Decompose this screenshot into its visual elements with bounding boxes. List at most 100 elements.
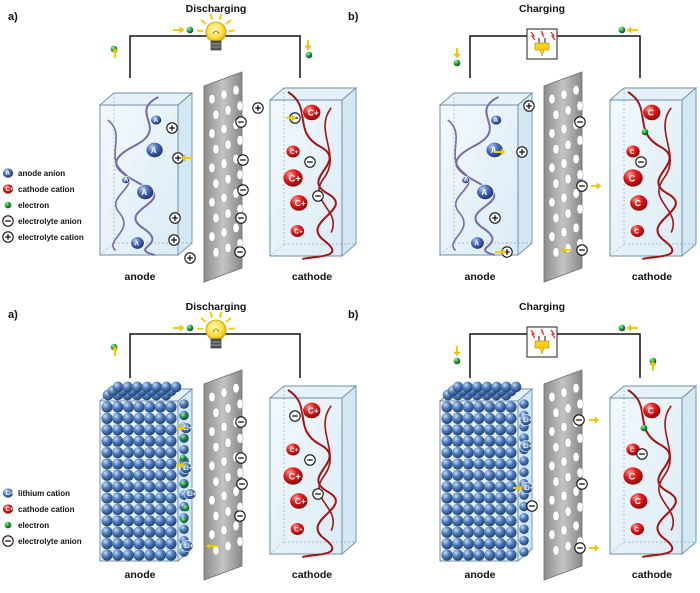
lithium-sphere-side [179,445,189,455]
cathode-cation-3-label: C [635,198,641,208]
separator-pore-25 [561,227,567,237]
box-side [342,386,356,554]
cathode-cation-0: C+ [303,104,321,120]
lithium-sphere [133,447,144,458]
lithium-sphere-top [491,382,502,393]
electrolyte-anion-3 [637,449,647,459]
anode-anion-4: A [462,176,470,183]
electron-flow-arrow [627,27,638,33]
separator-pore-4 [225,404,231,414]
lithium-sphere [505,458,516,469]
lithium-sphere [463,470,474,481]
lithium-sphere [144,458,155,469]
electrolyte-anion-4 [290,411,300,421]
lithium-cation-1-label: Li+ [183,466,192,472]
lithium-sphere [441,401,452,412]
separator-pore-13 [561,457,567,467]
lithium-sphere [144,447,155,458]
lithium-sphere [112,424,123,435]
lithium-sphere [473,481,484,492]
lithium-sphere-top [122,382,133,393]
lithium-sphere [155,504,166,515]
lithium-sphere [165,413,176,424]
electron-wire [454,60,461,67]
panel-title: Discharging [186,301,247,313]
anode-label: anode [125,569,156,581]
lithium-sphere [452,504,463,515]
anode-anion-0: A [151,115,162,125]
legend-label: electrolyte anion [18,217,82,226]
cathode-cation-0-label: C+ [308,108,319,118]
lithium-sphere [484,549,495,560]
separator-pore-0 [209,94,215,104]
separator-pore-16 [565,472,571,482]
anode-anion-4: A [122,176,130,183]
lithium-sphere-top [453,382,464,393]
separator-pore-15 [213,477,219,487]
lithium-sphere [463,436,474,447]
cathode-label: cathode [632,569,672,581]
lithium-sphere [101,527,112,538]
electron-wire [187,27,194,34]
lithium-sphere [112,458,123,469]
lithium-sphere [101,492,112,503]
electron-wire [306,52,313,59]
electrolyte-anion-2 [577,245,587,255]
lithium-sphere [441,470,452,481]
separator-pore-4 [225,106,231,116]
separator-pore-0 [549,94,555,104]
lithium-sphere [495,470,506,481]
lithium-sphere [473,549,484,560]
cathode-cation-0-label: C [648,108,654,118]
box-side [178,93,192,255]
cathode-cation-4-label: C [634,526,639,533]
separator-pore-21 [213,511,219,521]
separator-pore-3 [553,408,559,418]
light-bulb-icon [197,312,235,348]
lithium-sphere [123,527,134,538]
anode-label: anode [465,271,496,283]
panel-letter: a) [8,11,18,23]
lithium-sphere [165,527,176,538]
separator-pore-13 [221,159,227,169]
lithium-sphere [495,458,506,469]
lithium-sphere [484,515,495,526]
lithium-sphere [112,447,123,458]
lithium-sphere [123,458,134,469]
lithium-sphere [495,515,506,526]
anode-anion-4-label: A [124,177,129,183]
lithium-sphere [165,538,176,549]
electron-cathode [641,425,648,432]
cathode-cation-1-label: C+ [290,447,299,454]
panel-letter: b) [348,309,359,321]
electrolyte-anion-icon [3,216,13,226]
lithium-sphere [123,538,134,549]
electron-icon [5,522,12,529]
lithium-sphere [495,424,506,435]
electrolyte-cation-5 [253,103,263,113]
charger-icon [527,29,557,59]
lithium-cation-2-label: Li+ [524,486,533,492]
lithium-sphere-top [161,382,172,393]
lithium-cation-symbol-label: Li+ [6,491,15,497]
lithium-sphere [463,527,474,538]
lithium-sphere [101,424,112,435]
cathode-cation-2-label: C+ [289,174,302,185]
lithium-sphere [112,492,123,503]
lithium-sphere [165,424,176,435]
electrolyte-cation-1 [517,147,527,157]
cathode-cation-2: C+ [283,169,303,187]
legend-label: electrolyte anion [18,537,82,546]
separator-pore-14 [573,154,579,164]
lithium-sphere [452,527,463,538]
separator-pore-9 [213,144,219,154]
lithium-sphere [505,436,516,447]
separator-pore-27 [553,546,559,556]
separator-pore-1 [561,90,567,100]
separator-pore-21 [553,511,559,521]
cathode-cation-3-label: C [635,496,641,506]
lithium-sphere [101,447,112,458]
anode-anion-3: A [471,237,485,249]
legend-label: electron [18,521,49,530]
